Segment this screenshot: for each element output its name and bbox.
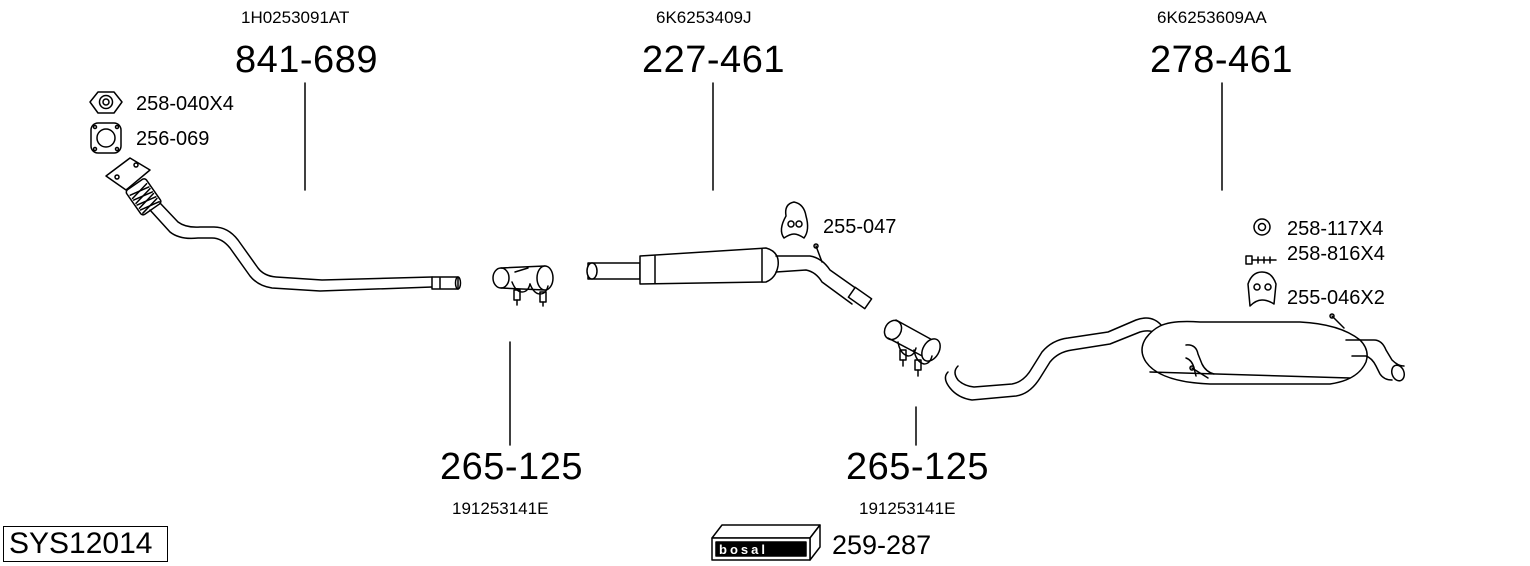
nut-icon [89,91,123,114]
oe-number-center-muffler: 6K6253409J [656,8,752,27]
brand-logo-text: bosal [719,542,768,557]
rear-muffler-drawing [944,313,1406,401]
center-muffler-drawing [586,243,873,310]
part-number-rear-muffler[interactable]: 278-461 [1150,39,1293,81]
hanger-center-icon [780,201,809,239]
part-number-front-pipe[interactable]: 841-689 [235,39,378,81]
clamp-1-drawing [492,265,554,307]
ring-icon [1253,218,1271,236]
oe-number-clamp-1: 191253141E [452,499,549,518]
oe-number-front-pipe: 1H0253091AT [241,8,350,27]
system-code-label: SYS12014 [9,527,153,560]
clamp-2-drawing [883,319,941,377]
accessory-ring-label[interactable]: 258-117X4 [1287,218,1384,240]
front-pipe-drawing [105,157,462,292]
accessory-bolt-label[interactable]: 258-816X4 [1287,243,1385,265]
bolt-icon [1245,255,1277,265]
accessory-hanger-rear-label[interactable]: 255-046X2 [1287,287,1385,309]
accessory-hanger-center-label[interactable]: 255-047 [823,216,897,238]
part-number-clamp-1[interactable]: 265-125 [440,446,583,488]
system-code-box: SYS12014 [3,526,168,562]
mounting-kit-box-icon [711,524,821,561]
part-number-clamp-2[interactable]: 265-125 [846,446,989,488]
accessory-gasket-label[interactable]: 256-069 [136,128,210,150]
oe-number-rear-muffler: 6K6253609AA [1157,8,1267,27]
gasket-icon [90,122,122,154]
accessory-mounting-kit-label[interactable]: 259-287 [832,530,932,560]
part-number-center-muffler[interactable]: 227-461 [642,39,785,81]
hanger-rear-icon [1247,271,1277,307]
accessory-nut-label[interactable]: 258-040X4 [136,93,234,115]
oe-number-clamp-2: 191253141E [859,499,956,518]
